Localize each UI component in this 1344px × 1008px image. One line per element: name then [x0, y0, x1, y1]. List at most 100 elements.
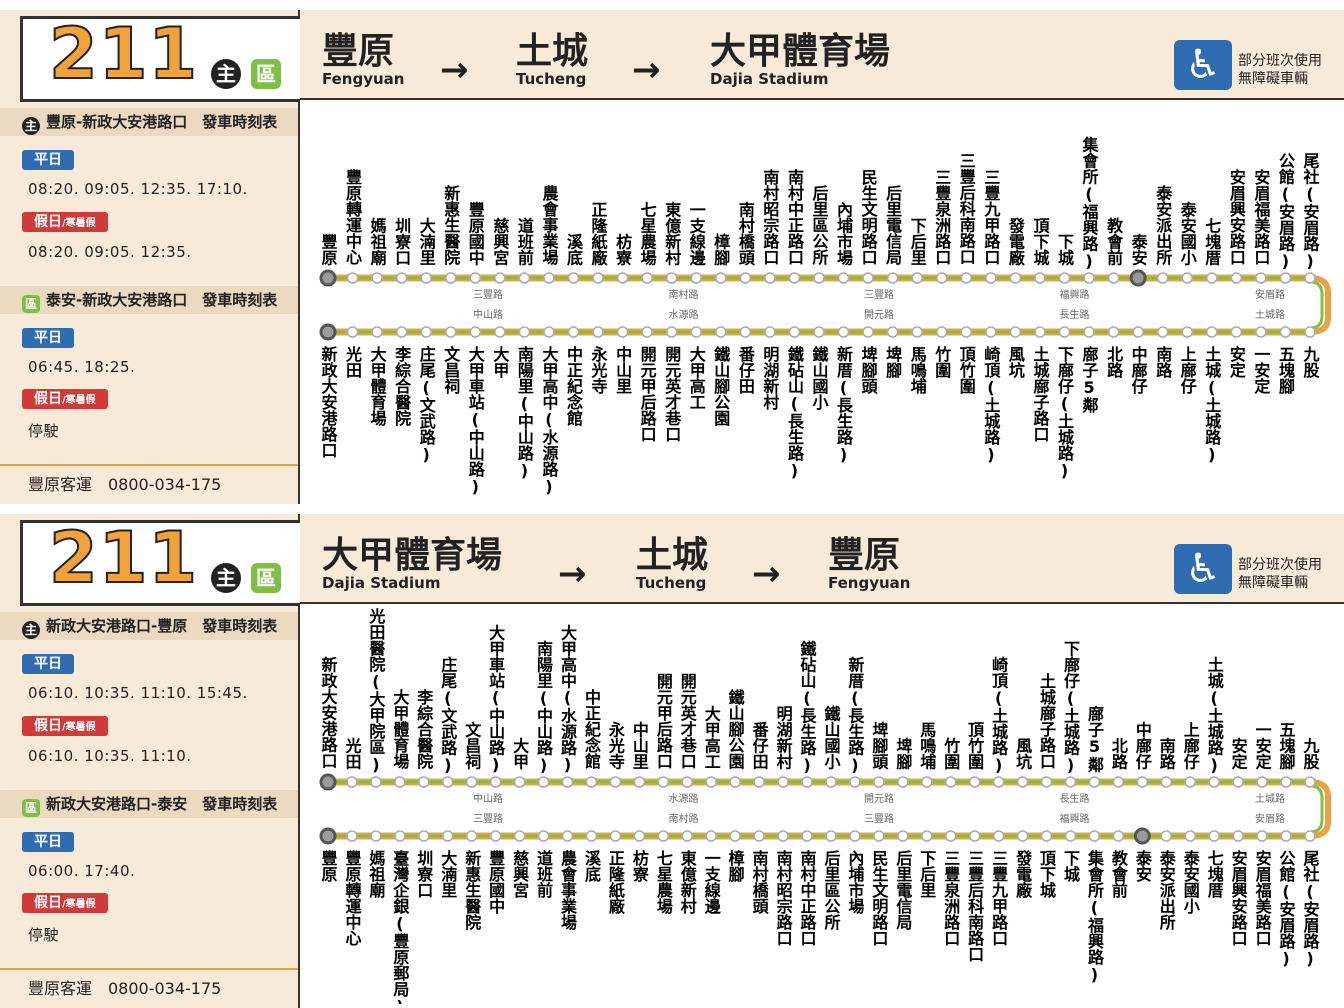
road-label: 三豐路	[473, 288, 503, 301]
stop-name-zh: 豐原	[828, 535, 901, 576]
stop-name-zh: 豐原	[322, 31, 395, 72]
main-line-icon: 主	[22, 117, 40, 135]
stop-label: 教會前	[1109, 849, 1129, 899]
stop-marker	[370, 776, 382, 788]
stop-marker	[494, 326, 506, 338]
stop-marker	[641, 326, 653, 338]
stop-label: 永光寺	[606, 720, 626, 770]
stop-label: 后里電信局	[893, 850, 912, 931]
stop-marker	[862, 272, 874, 284]
stop-label: 崎頂(土城路)	[989, 656, 1008, 775]
stop-label: 李綜合醫院	[392, 345, 412, 427]
stop-marker	[1184, 830, 1196, 842]
stop-label: 馬鳴埔	[917, 721, 936, 770]
stop-marker	[813, 326, 825, 338]
stop-label: 泰安國小	[1178, 200, 1198, 266]
stop-label: 枋寮	[613, 233, 633, 267]
holiday-sub-label: /寒暑假	[62, 899, 96, 910]
stop-marker	[585, 830, 598, 842]
stop-marker	[346, 776, 358, 788]
weekday-times: 06:10. 10:35. 11:10. 15:45.	[28, 684, 248, 702]
stop-marker	[665, 326, 678, 338]
stop-label: 新惠生醫院	[441, 184, 460, 266]
weekday-badge: 平日	[22, 654, 74, 674]
zone-line-badge: 區	[251, 563, 281, 593]
route-line-loop	[1309, 779, 1331, 839]
stop-marker	[992, 830, 1005, 842]
stop-marker	[665, 272, 678, 284]
road-label: 安眉路	[1255, 812, 1285, 825]
stop-label: 頂竹圍	[957, 346, 977, 395]
stop-label: 豐原	[319, 849, 338, 883]
stop-marker	[1206, 272, 1218, 284]
stop-marker	[1156, 272, 1169, 284]
stop-marker	[837, 272, 850, 284]
stop-marker	[897, 830, 909, 842]
stop-label: 泰安	[1129, 233, 1149, 267]
stop-label: 鐵山腳公園	[711, 345, 730, 427]
holiday-badge: 假日/寒暑假	[22, 212, 108, 232]
stop-label: 公館(安眉路)	[1277, 850, 1296, 968]
stop-label: 樟腳	[726, 849, 745, 883]
stop-marker	[1279, 272, 1292, 284]
road-label: 土城路	[1255, 308, 1285, 321]
stop-label: 番仔田	[750, 720, 770, 769]
arrow-right-icon: →	[752, 554, 781, 594]
stop-label: 泰安派出所	[1157, 849, 1177, 931]
stop-label: 泰安派出所	[1153, 184, 1173, 266]
stop-marker	[513, 776, 526, 788]
road-label: 福興路	[1060, 288, 1090, 301]
road-label: 中山路	[473, 308, 503, 321]
stop-marker	[729, 776, 741, 788]
schedule-sidebar: 211 主 區 主豐原-新政大安港路口 發車時刻表 平日 08:20. 09:0…	[0, 10, 300, 504]
stop-marker	[469, 272, 482, 284]
stop-label: 大湳里	[417, 216, 436, 265]
stop-label: 七星農場	[654, 850, 673, 915]
stop-label: 公館(安眉路)	[1276, 153, 1295, 271]
stop-marker	[968, 830, 981, 842]
stop-marker	[633, 776, 646, 788]
stop-marker	[616, 272, 629, 284]
accessibility-line-1: 部分班次使用	[1238, 557, 1322, 573]
stop-marker	[897, 776, 909, 788]
operator-contact: 豐原客運 0800-034-175	[0, 464, 298, 504]
main-line-badge: 主	[211, 59, 241, 89]
stop-marker	[489, 830, 502, 842]
holiday-times: 06:10. 10:35. 11:10.	[28, 747, 192, 765]
stop-marker	[753, 830, 765, 842]
stop-marker	[705, 830, 717, 842]
stop-marker	[764, 272, 776, 284]
route-line-loop	[1309, 275, 1331, 335]
stop-marker	[371, 326, 383, 338]
stop-marker	[518, 326, 531, 338]
stop-label: 大甲高中(水源路)	[558, 623, 577, 774]
stop-label: 竹圍	[932, 345, 952, 379]
operator-text: 豐原客運 0800-034-175	[28, 979, 222, 998]
stop-label: 頂竹圍	[965, 721, 985, 770]
wheelchair-icon: ♿	[1174, 40, 1232, 90]
arrow-right-icon: →	[558, 554, 587, 594]
stop-label: 泰安	[1133, 849, 1153, 883]
terminal-stop-marker	[319, 827, 337, 845]
stop-label: 崎頂(土城路)	[981, 345, 1000, 464]
stop-label: 后里區公所	[810, 185, 829, 266]
stop-label: 東億新村	[678, 849, 697, 915]
stop-marker	[543, 272, 555, 284]
stop-label: 光田	[343, 345, 363, 378]
route-number: 211	[48, 12, 199, 96]
stop-marker	[1016, 830, 1029, 842]
stop-label: 土城廍子路口	[1037, 672, 1056, 769]
stop-label: 一安定	[1251, 346, 1271, 395]
stop-label: 開元甲后路口	[638, 346, 657, 442]
stop-marker	[715, 326, 727, 338]
stop-marker	[592, 326, 604, 338]
schedule-header-main: 主豐原-新政大安港路口 發車時刻表	[0, 108, 298, 136]
holiday-badge: 假日/寒暑假	[22, 389, 108, 409]
stop-label: 豐原轉運中心	[342, 849, 361, 946]
stop-name-en: Fengyuan	[828, 574, 911, 592]
route-number-box: 211 主 區	[20, 516, 300, 606]
stop-label: 開元英才巷口	[678, 673, 698, 769]
stop-marker	[1040, 830, 1053, 842]
stop-label: 埤腳頭	[869, 720, 888, 770]
